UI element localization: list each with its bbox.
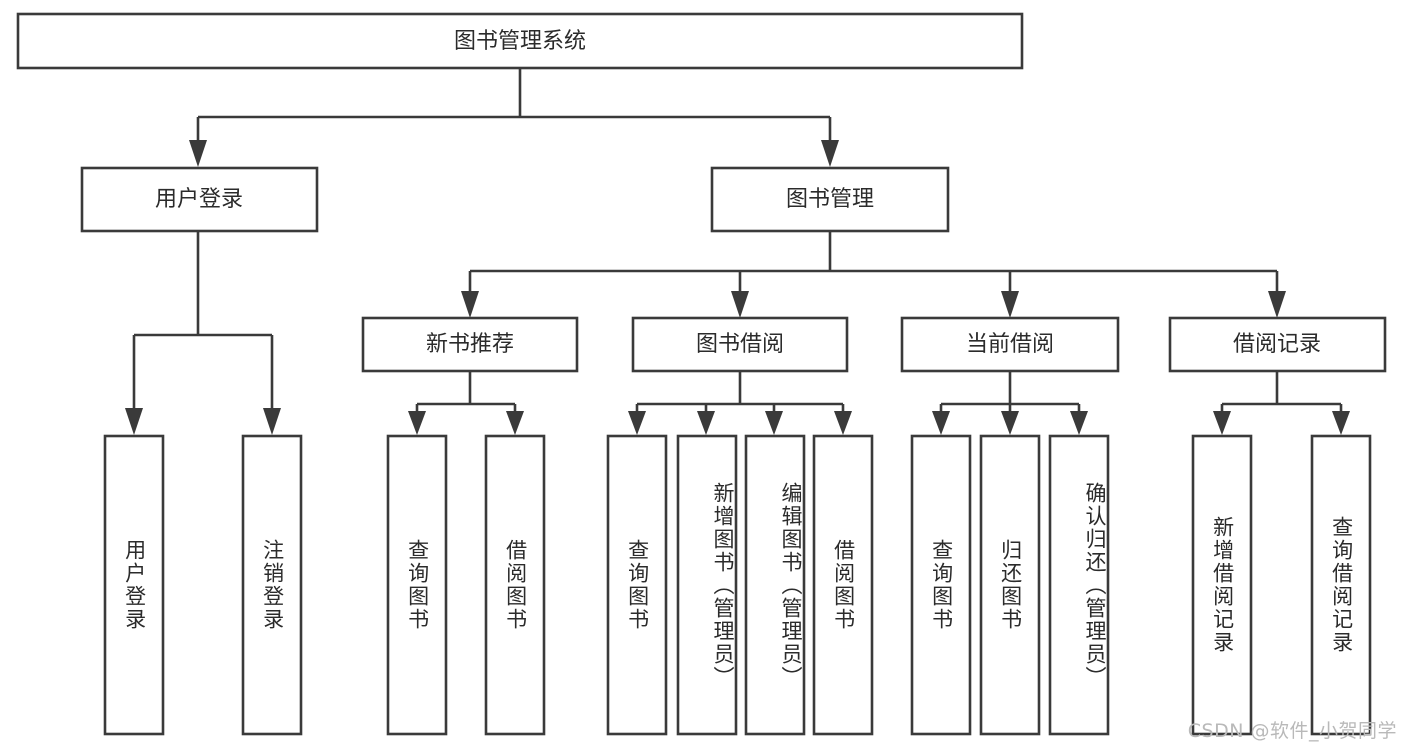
arrow-head-leaf-add-record (1213, 411, 1231, 435)
node-borrow-record-box[interactable] (1168, 316, 1387, 373)
node-leaf-logout-box[interactable] (241, 434, 303, 736)
arrow-head-leaf-query-book-3 (932, 411, 950, 435)
node-user-login-box[interactable] (80, 166, 319, 233)
arrow-head-leaf-return-book (1001, 411, 1019, 435)
arrow-head-user-login (189, 140, 207, 167)
node-leaf-confirm-return-box[interactable] (1048, 434, 1110, 736)
arrow-head-new-book-rec (461, 291, 479, 318)
node-leaf-return-book-box[interactable] (979, 434, 1041, 736)
arrow-head-book-manage (821, 140, 839, 167)
node-new-book-rec[interactable]: 新书推荐 (361, 316, 579, 373)
csdn-watermark: CSDN @软件_小贺同学 (1187, 720, 1397, 742)
node-leaf-borrow-book-1-box[interactable] (484, 434, 546, 736)
node-user-login[interactable]: 用户登录 (80, 166, 319, 233)
node-user-login-label: 用户登录 (155, 187, 243, 212)
node-book-manage[interactable]: 图书管理 (710, 166, 950, 233)
node-leaf-query-book-3-box[interactable] (910, 434, 972, 736)
node-leaf-borrow-book-2-box[interactable] (812, 434, 874, 736)
node-root-label: 图书管理系统 (454, 29, 586, 54)
node-root[interactable]: 图书管理系统 (16, 12, 1024, 70)
node-book-manage-label: 图书管理 (786, 187, 874, 212)
node-root-box[interactable] (16, 12, 1024, 70)
node-current-borrow[interactable]: 当前借阅 (900, 316, 1120, 373)
arrow-head-leaf-query-book-1 (408, 411, 426, 435)
node-leaf-query-book-1-box[interactable] (386, 434, 448, 736)
arrow-head-leaf-query-book-2 (628, 411, 646, 435)
leaf-boxes (103, 434, 1372, 736)
connectors (125, 68, 1350, 435)
arrow-head-borrow-record (1268, 291, 1286, 318)
arrow-head-leaf-borrow-book-2 (834, 411, 852, 435)
node-leaf-edit-book-box[interactable] (744, 434, 806, 736)
node-leaf-add-book-box[interactable] (676, 434, 738, 736)
arrow-head-leaf-confirm-return (1070, 411, 1088, 435)
node-book-manage-box[interactable] (710, 166, 950, 233)
node-borrow-record-label: 借阅记录 (1233, 332, 1321, 357)
node-book-borrow-box[interactable] (631, 316, 849, 373)
arrow-head-leaf-edit-book (765, 411, 783, 435)
node-borrow-record[interactable]: 借阅记录 (1168, 316, 1387, 373)
node-new-book-rec-box[interactable] (361, 316, 579, 373)
arrow-head-book-borrow (731, 291, 749, 318)
node-current-borrow-label: 当前借阅 (966, 332, 1054, 357)
node-new-book-rec-label: 新书推荐 (426, 332, 514, 357)
node-current-borrow-box[interactable] (900, 316, 1120, 373)
node-book-borrow-label: 图书借阅 (696, 332, 784, 357)
arrow-head-leaf-logout (263, 408, 281, 435)
arrow-head-leaf-borrow-book-1 (506, 411, 524, 435)
arrow-head-leaf-query-record (1332, 411, 1350, 435)
node-leaf-query-book-2-box[interactable] (606, 434, 668, 736)
node-leaf-user-login-box[interactable] (103, 434, 165, 736)
arrow-head-current-borrow (1001, 291, 1019, 318)
node-leaf-add-record-box[interactable] (1191, 434, 1253, 736)
node-leaf-query-record-box[interactable] (1310, 434, 1372, 736)
node-book-borrow[interactable]: 图书借阅 (631, 316, 849, 373)
arrow-head-leaf-user-login (125, 408, 143, 435)
arrow-head-leaf-add-book (697, 411, 715, 435)
